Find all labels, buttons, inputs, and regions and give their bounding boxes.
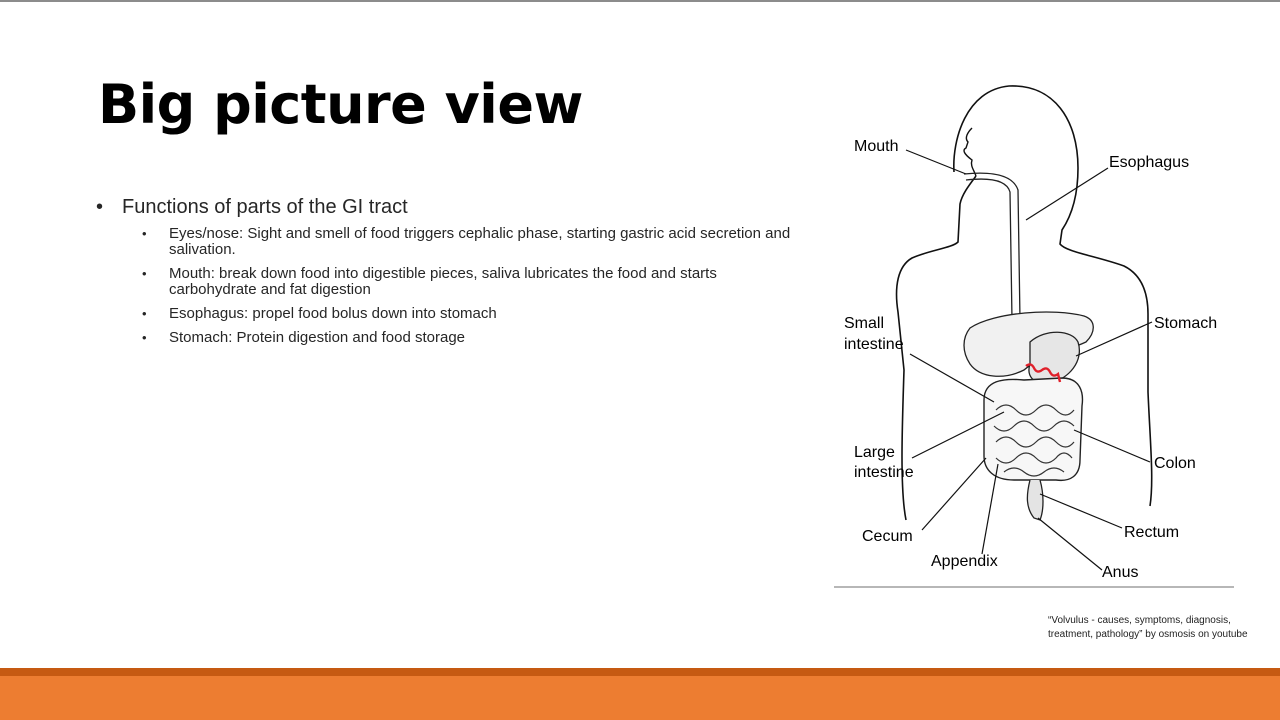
sub-bullet-dot-icon: • <box>142 266 147 281</box>
sub-bullet-list: • Eyes/nose: Sight and smell of food tri… <box>142 226 806 346</box>
label-small-intestine: intestine <box>844 336 904 353</box>
sub-bullet-item: • Eyes/nose: Sight and smell of food tri… <box>142 226 806 258</box>
body-outline <box>895 85 1153 521</box>
label-large-intestine: Large <box>854 444 895 461</box>
sub-bullet-dot-icon: • <box>142 330 147 345</box>
highlight-squiggle <box>1025 363 1062 383</box>
small-intestine-coils <box>993 404 1075 477</box>
label-appendix: Appendix <box>931 553 998 570</box>
image-credit: “Volvulus - causes, symptoms, diagnosis,… <box>1048 614 1280 642</box>
label-stomach: Stomach <box>1154 315 1217 332</box>
slide-title: Big picture view <box>98 73 583 136</box>
rectum-shape <box>1026 479 1044 521</box>
credit-line: “Volvulus - causes, symptoms, diagnosis, <box>1048 615 1231 626</box>
sub-bullet-item: • Esophagus: propel food bolus down into… <box>142 306 806 322</box>
colon-frame <box>983 377 1084 482</box>
sub-bullet-text: Mouth: break down food into digestible p… <box>169 265 717 298</box>
sub-bullet-item: • Mouth: break down food into digestible… <box>142 266 806 298</box>
bullet-list: • Functions of parts of the GI tract • E… <box>96 194 806 354</box>
label-colon: Colon <box>1154 455 1196 472</box>
label-rectum: Rectum <box>1124 524 1179 541</box>
label-anus: Anus <box>1102 564 1138 581</box>
footer-accent-line <box>0 668 1280 676</box>
label-cecum: Cecum <box>862 528 913 545</box>
sub-bullet-item: • Stomach: Protein digestion and food st… <box>142 330 806 346</box>
sub-bullet-text: Eyes/nose: Sight and smell of food trigg… <box>169 225 791 258</box>
label-esophagus: Esophagus <box>1109 154 1189 171</box>
credit-line: treatment, pathology” by osmosis on yout… <box>1048 629 1248 640</box>
sub-bullet-text: Stomach: Protein digestion and food stor… <box>169 329 466 346</box>
top-rule <box>0 0 1280 2</box>
label-large-intestine: intestine <box>854 464 914 481</box>
sub-bullet-dot-icon: • <box>142 306 147 321</box>
digestive-system-diagram: Mouth Esophagus Small intestine Stomach … <box>834 80 1234 590</box>
leader-lines <box>905 149 1153 571</box>
bullet-item: • Functions of parts of the GI tract <box>96 194 806 220</box>
footer-bar <box>0 676 1280 720</box>
face-profile <box>963 127 977 177</box>
sub-bullet-dot-icon: • <box>142 226 147 241</box>
bullet-text: Functions of parts of the GI tract <box>122 196 408 218</box>
bullet-dot-icon: • <box>96 196 104 218</box>
sub-bullet-text: Esophagus: propel food bolus down into s… <box>169 305 497 322</box>
label-mouth: Mouth <box>854 138 898 155</box>
label-small-intestine: Small <box>844 315 884 332</box>
